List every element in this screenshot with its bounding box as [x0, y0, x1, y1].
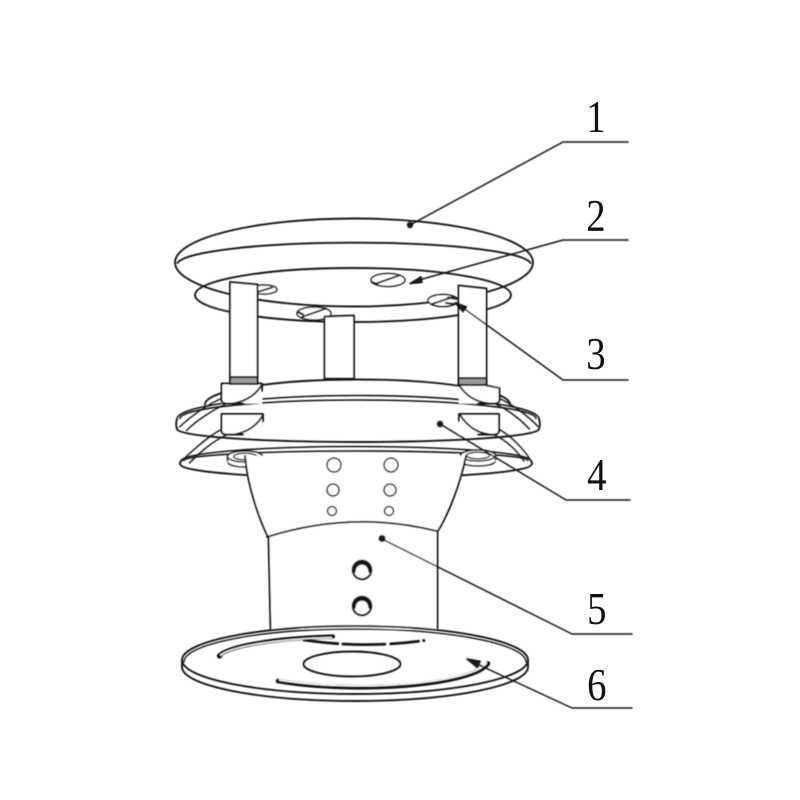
- svg-text:4: 4: [587, 451, 606, 500]
- svg-text:5: 5: [587, 585, 606, 634]
- svg-text:1: 1: [586, 93, 605, 142]
- svg-text:3: 3: [586, 330, 605, 379]
- svg-text:2: 2: [586, 192, 605, 241]
- svg-text:6: 6: [587, 661, 606, 710]
